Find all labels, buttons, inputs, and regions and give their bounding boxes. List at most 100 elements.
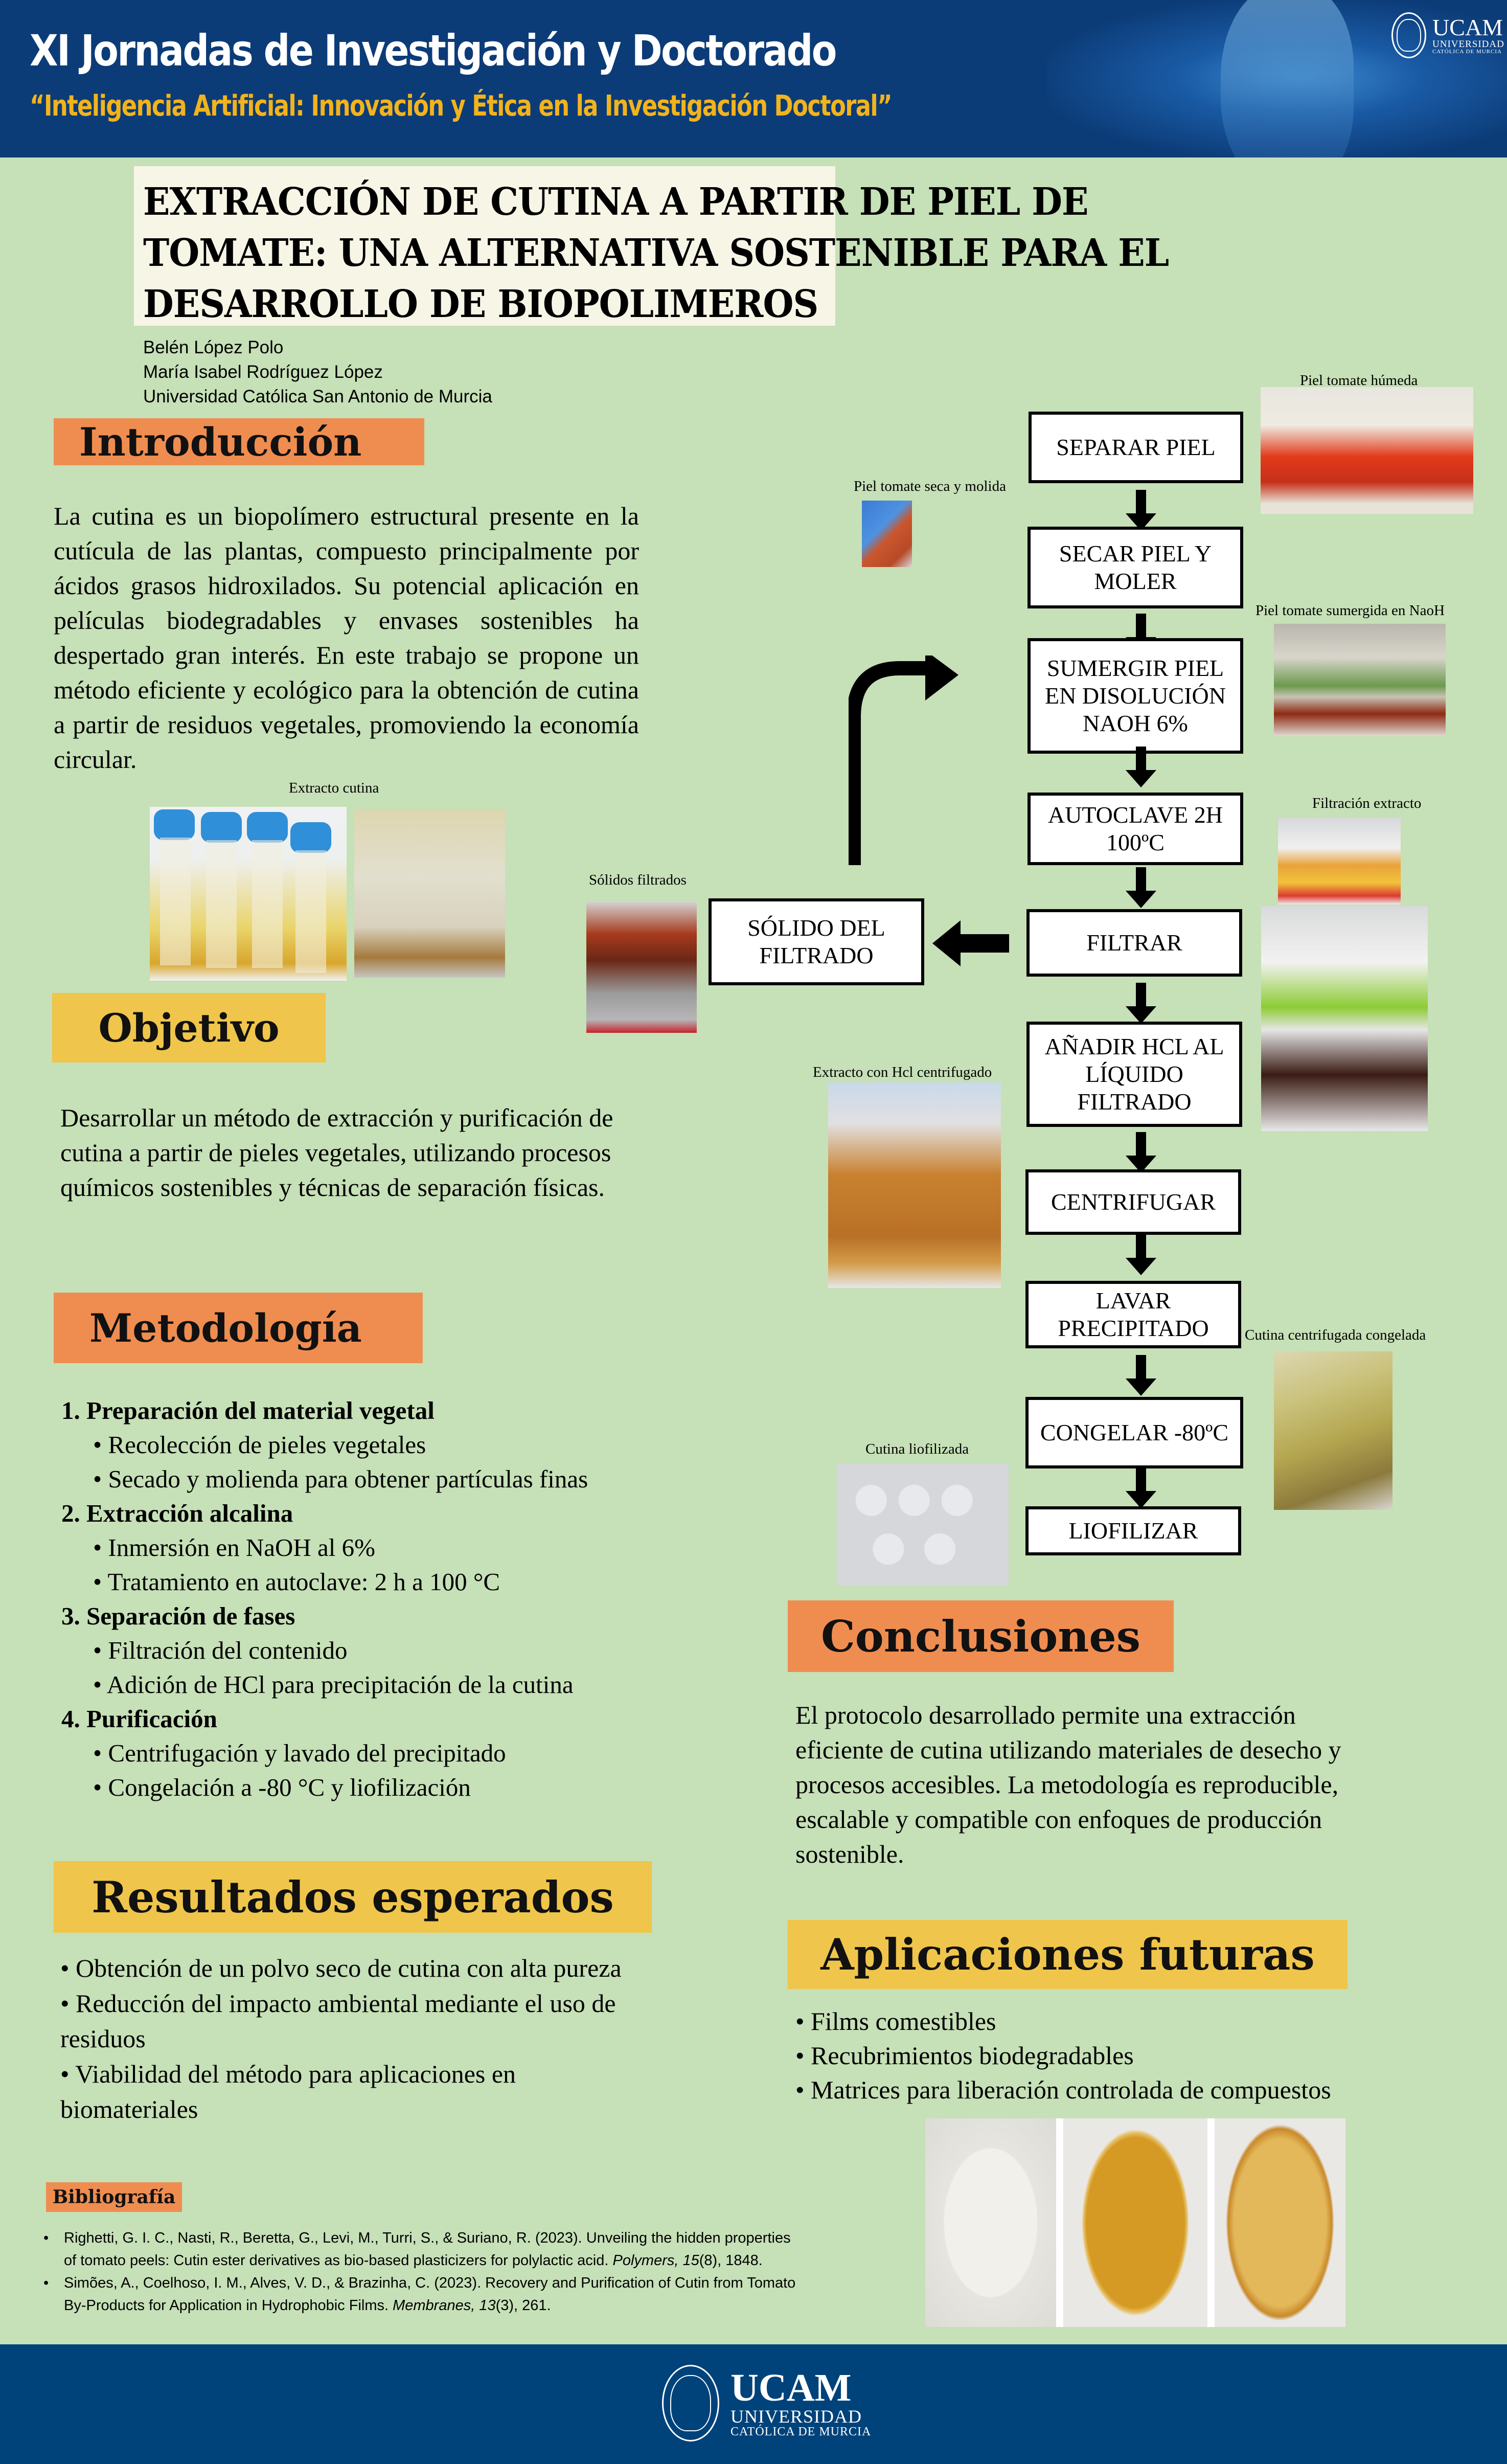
- objetivo-text: Desarrollar un método de extracción y pu…: [60, 1103, 613, 1202]
- metodologia-list: 1. Preparación del material vegetal • Re…: [61, 1393, 588, 1804]
- resultados-list: • Obtención de un polvo seco de cutina c…: [60, 1951, 633, 2127]
- photo-films-cutina: [925, 2118, 1345, 2327]
- photo-solidos-filtrados: [586, 901, 697, 1033]
- flow-step-solido-filtrado: SÓLIDO DEL FILTRADO: [709, 898, 924, 985]
- poster-title-line-1: EXTRACCIÓN DE CUTINA A PARTIR DE PIEL DE: [143, 180, 1088, 224]
- flow-arrow-down-icon: [1126, 1467, 1156, 1508]
- method-step-4-item-2: • Congelación a -80 °C y liofilización: [93, 1773, 471, 1801]
- caption-cutina-liofilizada: Cutina liofilizada: [865, 1441, 969, 1457]
- aplicacion-item-2: • Recubrimientos biodegradables: [795, 2041, 1134, 2070]
- method-step-4-title: 4. Purificación: [61, 1705, 217, 1733]
- section-heading-bibliografia: Bibliografía: [46, 2182, 182, 2212]
- flow-arrow-return-icon: [849, 655, 958, 865]
- reference-1-journal: Polymers, 15: [612, 2252, 699, 2269]
- resultado-item-2: • Reducción del impacto ambiental median…: [60, 1989, 616, 2053]
- banner-face-illustration: [1221, 0, 1354, 157]
- flow-step-filtrar: FILTRAR: [1026, 909, 1242, 977]
- reference-2-journal: Membranes, 13: [393, 2297, 496, 2314]
- method-step-3-item-2: • Adición de HCl para precipitación de l…: [93, 1670, 574, 1699]
- photo-cutina-centrifugada-congelada: [1274, 1351, 1392, 1510]
- flow-arrow-down-icon: [1126, 983, 1156, 1024]
- reference-list: • Righetti, G. I. C., Nasti, R., Beretta…: [43, 2227, 800, 2317]
- flow-step-liofilizar: LIOFILIZAR: [1025, 1506, 1241, 1555]
- flow-step-secar-moler: SECAR PIEL Y MOLER: [1028, 527, 1243, 608]
- photo-piel-tomate-seca-molida: [862, 501, 912, 567]
- introduccion-heading-text: Introducción: [79, 419, 362, 465]
- ucam-logo-bottom: UCAM UNIVERSIDAD CATÓLICA DE MURCIA: [662, 2365, 871, 2442]
- film-transparent: [925, 2118, 1057, 2327]
- flow-step-autoclave: AUTOCLAVE 2H 100ºC: [1028, 793, 1243, 865]
- reference-item: • Simões, A., Coelhoso, I. M., Alves, V.…: [43, 2275, 796, 2314]
- method-step-4-item-1: • Centrifugación y lavado del precipitad…: [93, 1739, 506, 1767]
- logo-name: UCAM: [730, 2366, 852, 2409]
- footer-bar: [0, 2344, 1507, 2464]
- author-1: Belén López Polo: [143, 337, 284, 357]
- section-heading-conclusiones: Conclusiones: [788, 1600, 1174, 1672]
- reference-2-tail: (3), 261.: [495, 2297, 551, 2314]
- author-2: María Isabel Rodríguez López: [143, 362, 383, 382]
- logo-line2: CATÓLICA DE MURCIA: [730, 2425, 872, 2438]
- flow-step-congelar: CONGELAR -80ºC: [1025, 1397, 1243, 1468]
- reference-1-tail: (8), 1848.: [699, 2252, 763, 2269]
- method-step-1-title: 1. Preparación del material vegetal: [61, 1396, 435, 1425]
- caption-piel-humeda: Piel tomate húmeda: [1300, 372, 1418, 389]
- reference-item: • Righetti, G. I. C., Nasti, R., Beretta…: [43, 2230, 791, 2269]
- photo-extracto-hcl-centrifugado: [828, 1082, 1001, 1288]
- flow-arrow-left-icon: [932, 920, 1009, 966]
- conference-subtitle: “Inteligencia Artificial: Innovación y É…: [30, 89, 893, 123]
- flow-step-anadir-hcl: AÑADIR HCL AL LÍQUIDO FILTRADO: [1026, 1022, 1242, 1127]
- photo-piel-sumergida-naoh: [1274, 624, 1446, 736]
- objetivo-heading-text: Objetivo: [98, 1005, 280, 1051]
- caption-cutina-congelada: Cutina centrifugada congelada: [1245, 1327, 1426, 1343]
- method-step-3-item-1: • Filtración del contenido: [93, 1636, 348, 1664]
- conclusiones-heading-text: Conclusiones: [820, 1611, 1141, 1662]
- section-heading-resultados: Resultados esperados: [54, 1861, 652, 1933]
- ucam-seal-icon: [1391, 12, 1426, 58]
- conclusiones-text: El protocolo desarrollado permite una ex…: [795, 1701, 1341, 1868]
- method-step-2-item-1: • Inmersión en NaOH al 6%: [93, 1533, 375, 1562]
- film-speckled: [1214, 2118, 1345, 2327]
- flow-arrow-down-icon: [1126, 867, 1156, 908]
- logo-line2: CATÓLICA DE MURCIA: [1432, 49, 1502, 55]
- method-step-2-title: 2. Extracción alcalina: [61, 1499, 293, 1527]
- method-step-1-item-1: • Recolección de pieles vegetales: [93, 1431, 426, 1459]
- flow-step-sumergir-naoh: SUMERGIR PIEL EN DISOLUCIÓN NAOH 6%: [1028, 638, 1243, 754]
- aplicaciones-heading-text: Aplicaciones futuras: [820, 1929, 1315, 1980]
- poster-title-box: EXTRACCIÓN DE CUTINA A PARTIR DE PIEL DE…: [134, 166, 1169, 326]
- film-amber: [1063, 2118, 1207, 2327]
- reference-1-text: Righetti, G. I. C., Nasti, R., Beretta, …: [64, 2230, 791, 2269]
- section-heading-aplicaciones: Aplicaciones futuras: [788, 1920, 1348, 1989]
- photo-cutina-liofilizada: [837, 1464, 1009, 1586]
- caption-piel-seca: Piel tomate seca y molida: [854, 478, 1006, 494]
- logo-line1: UNIVERSIDAD: [1432, 39, 1504, 50]
- resultado-item-1: • Obtención de un polvo seco de cutina c…: [60, 1954, 622, 1982]
- caption-solidos-filtrados: Sólidos filtrados: [589, 872, 687, 888]
- method-step-1-item-2: • Secado y molienda para obtener partícu…: [93, 1465, 588, 1493]
- flow-step-separar-piel: SEPARAR PIEL: [1029, 412, 1243, 483]
- bibliografia-heading-text: Bibliografía: [52, 2186, 176, 2208]
- aplicacion-item-3: • Matrices para liberación controlada de…: [795, 2075, 1331, 2104]
- photo-filtracion-montaje: [1261, 906, 1428, 1131]
- flow-arrow-down-icon: [1126, 1355, 1156, 1396]
- resultados-heading-text: Resultados esperados: [92, 1871, 614, 1923]
- affiliation: Universidad Católica San Antonio de Murc…: [143, 387, 492, 406]
- photo-filtracion-extracto: [1278, 818, 1401, 905]
- caption-extracto-hcl: Extracto con Hcl centrifugado: [813, 1064, 992, 1080]
- method-step-3-title: 3. Separación de fases: [61, 1602, 295, 1630]
- flow-arrow-down-icon: [1126, 490, 1156, 531]
- photo-extracto-cutina-tube-closeup: [354, 809, 505, 978]
- caption-piel-naoh: Piel tomate sumergida en NaoH: [1255, 602, 1445, 619]
- flow-arrow-down-icon: [1126, 1132, 1156, 1173]
- section-heading-introduccion: Introducción: [54, 418, 424, 465]
- ucam-seal-icon: [662, 2365, 719, 2442]
- logo-name: UCAM: [1432, 14, 1503, 40]
- ucam-logo-top: UCAM UNIVERSIDAD CATÓLICA DE MURCIA: [1391, 12, 1504, 58]
- aplicaciones-list: • Films comestibles • Recubrimientos bio…: [795, 2004, 1470, 2107]
- metodologia-heading-text: Metodología: [89, 1305, 362, 1351]
- introduccion-text: La cutina es un biopolímero estructural …: [54, 502, 639, 774]
- photo-extracto-cutina-tubes: [150, 807, 347, 981]
- section-heading-objetivo: Objetivo: [52, 993, 326, 1063]
- caption-extracto-cutina: Extracto cutina: [289, 780, 379, 796]
- poster-title-line-2: TOMATE: UNA ALTERNATIVA SOSTENIBLE PARA …: [143, 231, 1169, 275]
- section-heading-metodologia: Metodología: [54, 1293, 423, 1363]
